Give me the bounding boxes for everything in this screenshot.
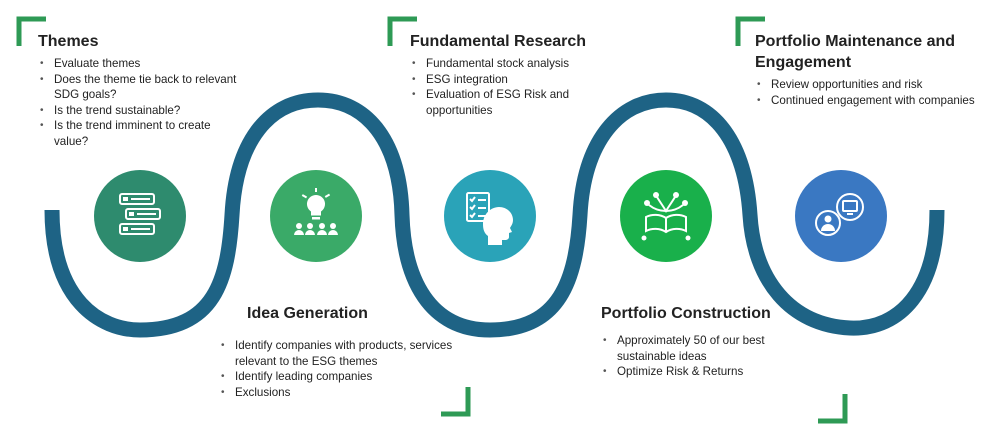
step-bullets: Evaluate themes Does the theme tie back … — [38, 56, 243, 150]
step-title: Portfolio Construction — [601, 305, 771, 322]
step-bullets: Identify companies with products, servic… — [219, 338, 462, 400]
bullet: Identify leading companies — [221, 369, 462, 385]
head-checklist-icon — [466, 192, 513, 245]
step-fundamental-research: Fundamental Research Fundamental stock a… — [410, 31, 600, 118]
step-title: Portfolio Maintenance and Engagement — [755, 33, 956, 71]
bullet: Is the trend imminent to create value? — [40, 118, 243, 149]
book-network-icon — [641, 192, 691, 241]
step-portfolio-maintenance: Portfolio Maintenance and Engagement Rev… — [755, 31, 977, 108]
step-circle-portfolio-maintenance — [795, 170, 887, 262]
step-themes: Themes Evaluate themes Does the theme ti… — [38, 31, 243, 150]
monitor-user-icon — [815, 193, 864, 236]
step-title: Themes — [38, 33, 99, 50]
step-circle-themes — [94, 170, 186, 262]
step-bullets: Approximately 50 of our best sustainable… — [601, 333, 801, 380]
bullet: Optimize Risk & Returns — [603, 364, 801, 380]
bullet: Fundamental stock analysis — [412, 56, 600, 72]
corner-bracket-top-left-3 — [735, 16, 765, 46]
bullet: Evaluation of ESG Risk and opportunities — [412, 87, 600, 118]
bullet: Review opportunities and risk — [757, 77, 977, 93]
step-bullets: Fundamental stock analysis ESG integrati… — [410, 56, 600, 118]
bullet: Continued engagement with companies — [757, 93, 977, 109]
step-title: Idea Generation — [247, 305, 368, 322]
bullet: ESG integration — [412, 72, 600, 88]
wave-path — [44, 92, 945, 338]
bullet: Is the trend sustainable? — [40, 103, 243, 119]
corner-bracket-top-left-2 — [387, 16, 417, 46]
bullet: Does the theme tie back to relevant SDG … — [40, 72, 243, 103]
step-circle-idea-generation — [270, 170, 362, 262]
step-portfolio-construction: Portfolio Construction Approximately 50 … — [601, 303, 801, 380]
bullet: Evaluate themes — [40, 56, 243, 72]
step-idea-generation: Idea Generation Identify companies with … — [221, 303, 462, 400]
step-circle-fundamental-research — [444, 170, 536, 262]
bullet: Approximately 50 of our best sustainable… — [603, 333, 801, 364]
step-circle-portfolio-construction — [620, 170, 712, 262]
corner-bracket-top-left-1 — [16, 16, 46, 46]
corner-bracket-bottom-right-1 — [441, 387, 471, 417]
checklist-cards-icon — [119, 193, 161, 235]
step-bullets: Review opportunities and risk Continued … — [755, 77, 977, 108]
bullet: Identify companies with products, servic… — [221, 338, 462, 369]
bullet: Exclusions — [221, 385, 462, 401]
corner-bracket-bottom-right-2 — [818, 394, 848, 424]
step-title: Fundamental Research — [410, 33, 587, 50]
lightbulb-team-icon — [294, 188, 338, 235]
